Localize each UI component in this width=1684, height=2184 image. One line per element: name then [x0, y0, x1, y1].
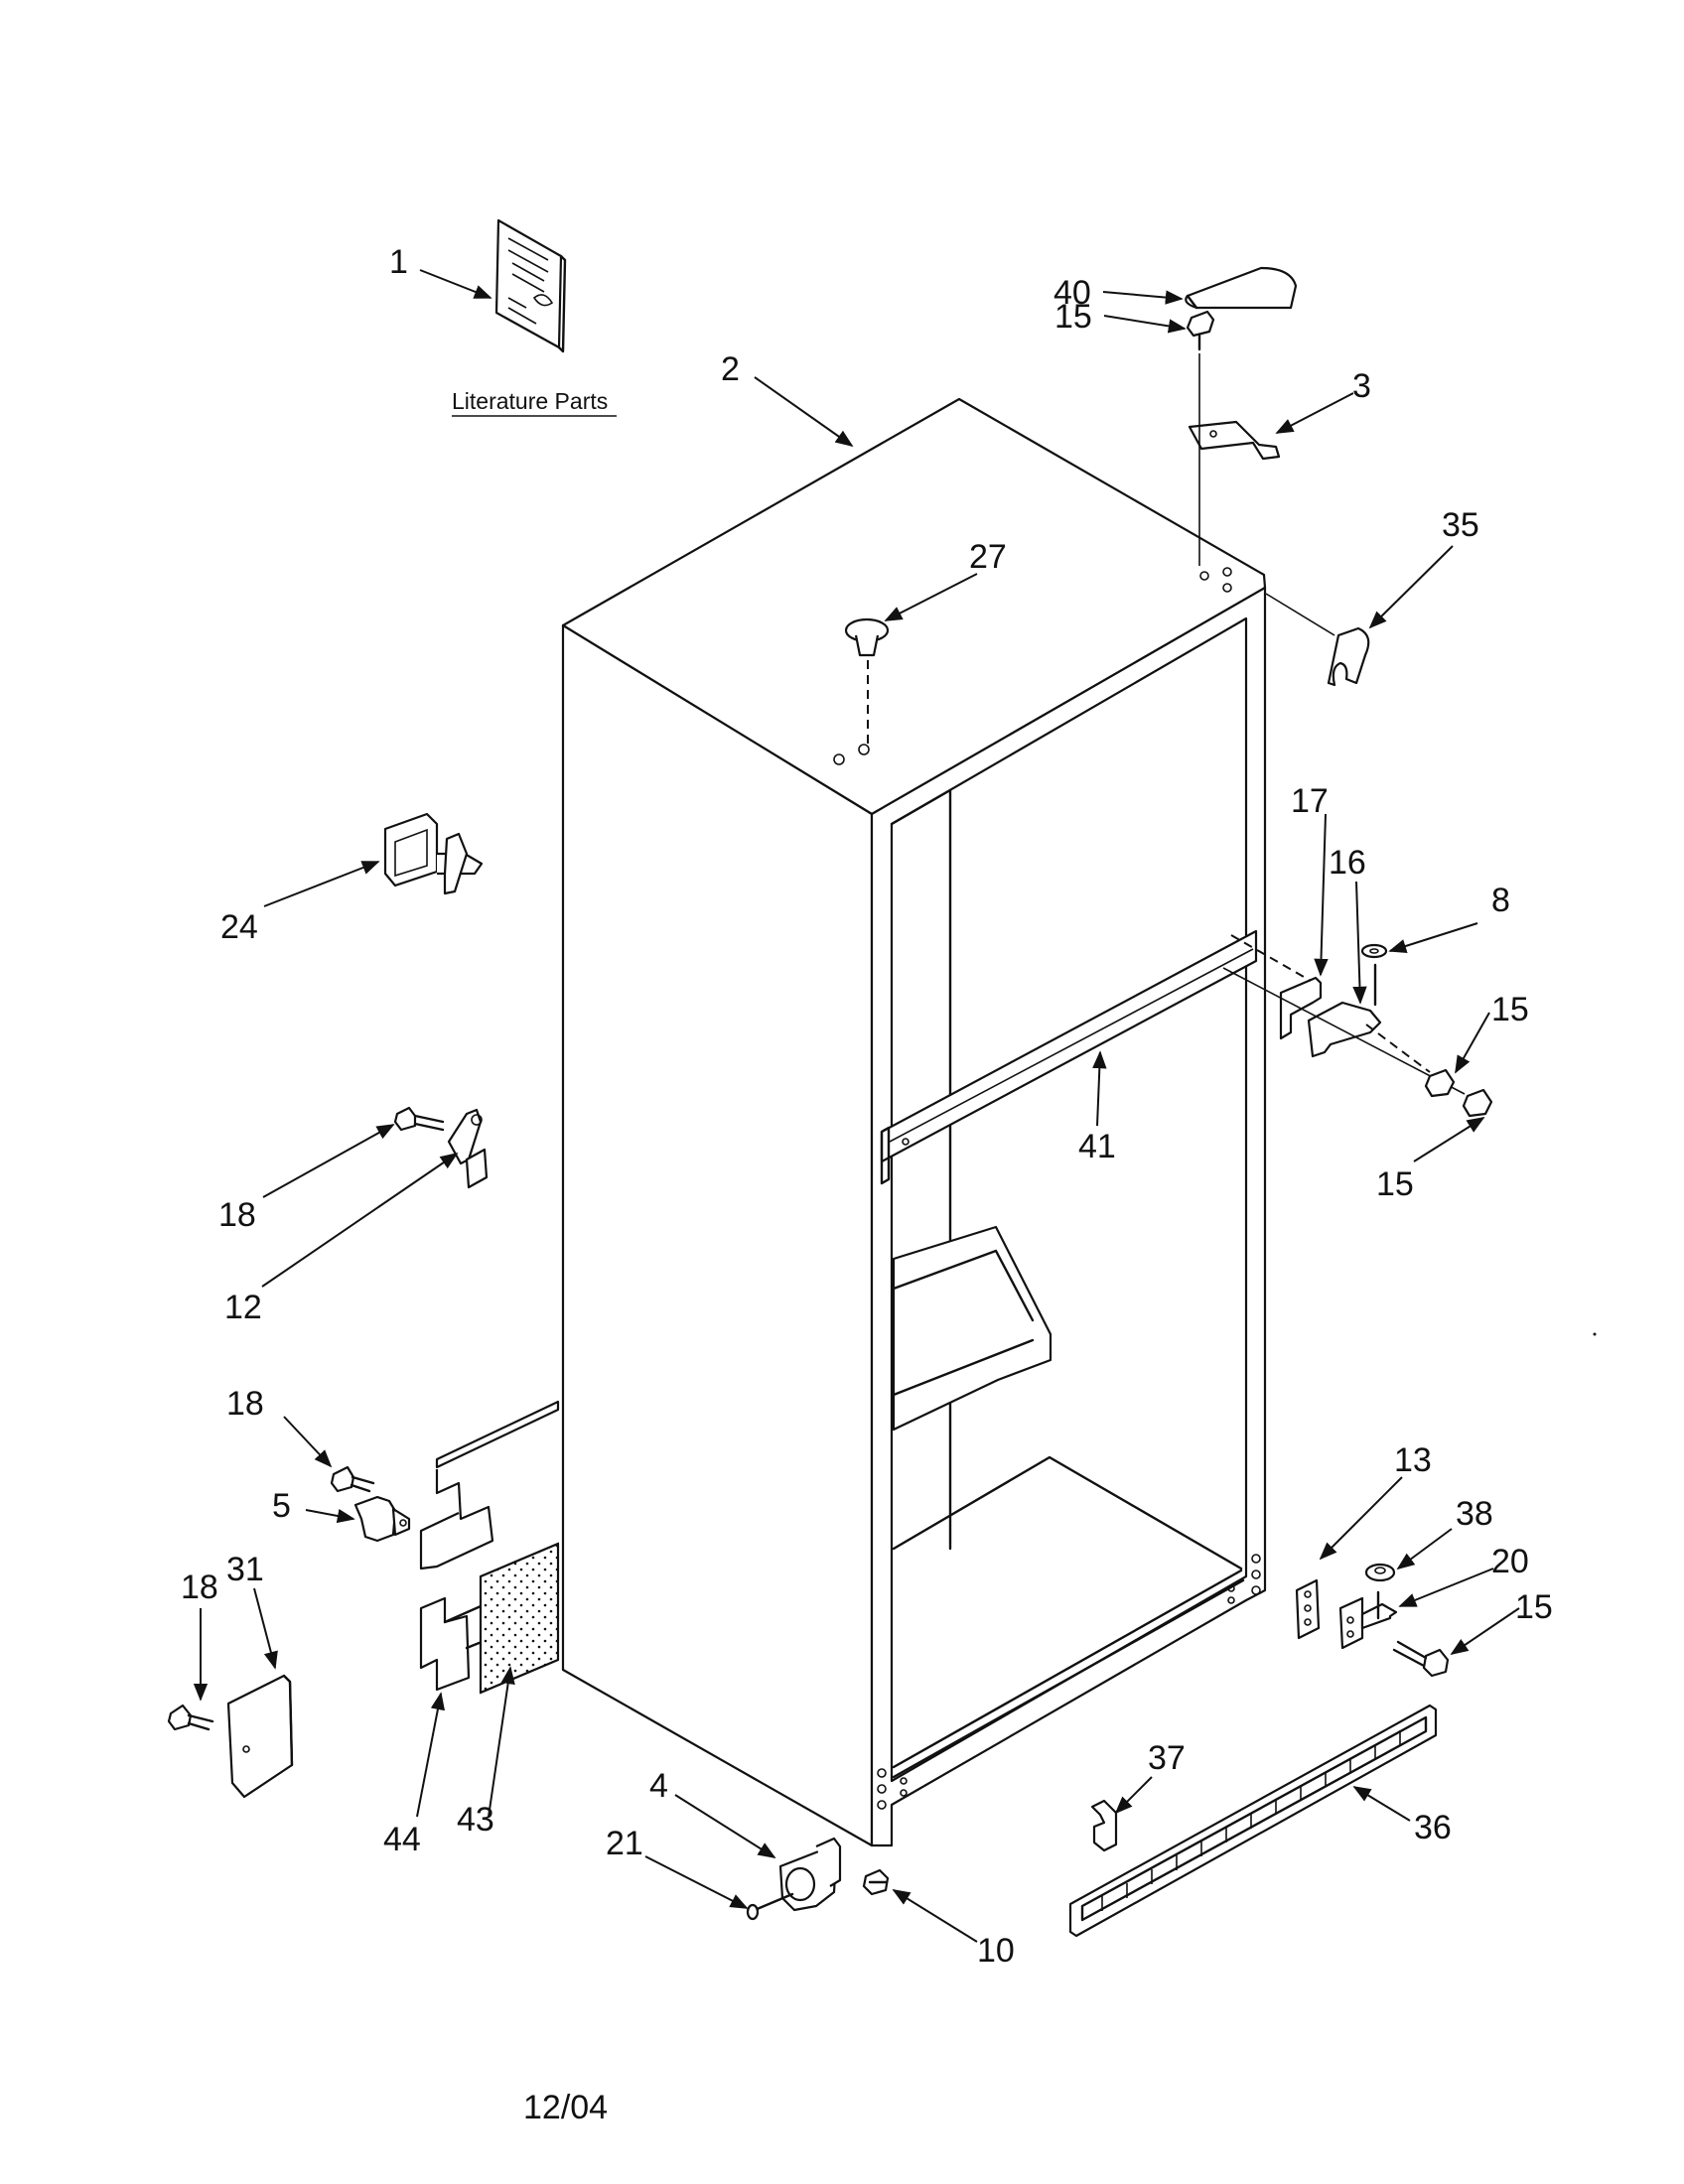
access-cover-icon [226, 1674, 294, 1799]
callout-20: 20 [1491, 1543, 1529, 1580]
center-hinge-icon [1222, 934, 1466, 1095]
door-stop-bracket-icon [447, 1108, 489, 1189]
hinge-trim-icon [1265, 593, 1370, 687]
leader-arrows [193, 269, 1520, 1943]
callout-12: 12 [224, 1289, 262, 1326]
bottom-hinge-icon [1338, 1590, 1398, 1650]
hinge-cover-icon [1185, 266, 1298, 310]
callout-41: 41 [1078, 1128, 1116, 1165]
leveling-leg-icon [383, 812, 484, 895]
callout-15-bottom: 15 [1515, 1588, 1553, 1626]
callout-1: 1 [389, 243, 408, 281]
callout-10: 10 [977, 1932, 1015, 1970]
top-hinge-icon [1188, 353, 1281, 566]
grille-clip-icon [1090, 1799, 1118, 1852]
toe-grille-icon [1068, 1704, 1438, 1938]
door-stop-screw-icon [393, 1106, 445, 1132]
callout-2: 2 [721, 350, 740, 388]
top-hinge-screw-icon [1186, 310, 1215, 351]
callout-37: 37 [1148, 1739, 1186, 1777]
grille-screw-icon [862, 1868, 890, 1896]
callout-27: 27 [969, 538, 1007, 576]
clip-screw-icon [330, 1465, 375, 1493]
tubing-clamp-icon [353, 1495, 411, 1543]
bottom-hinge-shim-icon [1295, 1578, 1321, 1640]
center-hinge-screw-icon [1424, 1068, 1456, 1098]
roller-bracket-icon [778, 1837, 842, 1912]
callout-36: 36 [1414, 1809, 1452, 1846]
roller-screw-icon [746, 1892, 794, 1921]
callout-18-middle: 18 [226, 1385, 264, 1423]
callout-18-lower: 18 [181, 1569, 218, 1606]
callout-31: 31 [226, 1551, 264, 1588]
date-code: 12/04 [523, 2089, 608, 2126]
callout-13: 13 [1394, 1441, 1432, 1479]
callout-15-center-lower: 15 [1376, 1165, 1414, 1203]
callout-18-upper: 18 [218, 1196, 256, 1234]
literature-parts-label: Literature Parts [452, 388, 608, 414]
center-hinge-screw-lower-icon [1462, 1088, 1493, 1118]
insulation-pad-icon [479, 1542, 560, 1695]
top-plug-icon [844, 617, 890, 747]
callout-4: 4 [649, 1767, 668, 1805]
access-cover-screw-icon [167, 1704, 214, 1731]
callout-38: 38 [1456, 1495, 1493, 1533]
callout-24: 24 [220, 908, 258, 946]
callout-35: 35 [1442, 506, 1479, 544]
callout-16: 16 [1329, 844, 1366, 882]
callout-15-top: 15 [1054, 298, 1092, 336]
callout-8: 8 [1491, 882, 1510, 919]
callout-3: 3 [1352, 367, 1371, 405]
bottom-hinge-screw-icon [1392, 1640, 1450, 1678]
hinge-washer-icon [1364, 1563, 1396, 1582]
literature-booklet-icon [494, 218, 567, 353]
callout-5: 5 [272, 1487, 291, 1525]
center-rail [880, 929, 1258, 1185]
callout-44: 44 [383, 1821, 421, 1858]
callout-17: 17 [1291, 782, 1329, 820]
stray-dot [1593, 1332, 1597, 1336]
callout-43: 43 [457, 1801, 494, 1839]
callout-21: 21 [606, 1825, 643, 1862]
callout-15-center-upper: 15 [1491, 991, 1529, 1028]
callout-40: 40 [1053, 274, 1091, 312]
